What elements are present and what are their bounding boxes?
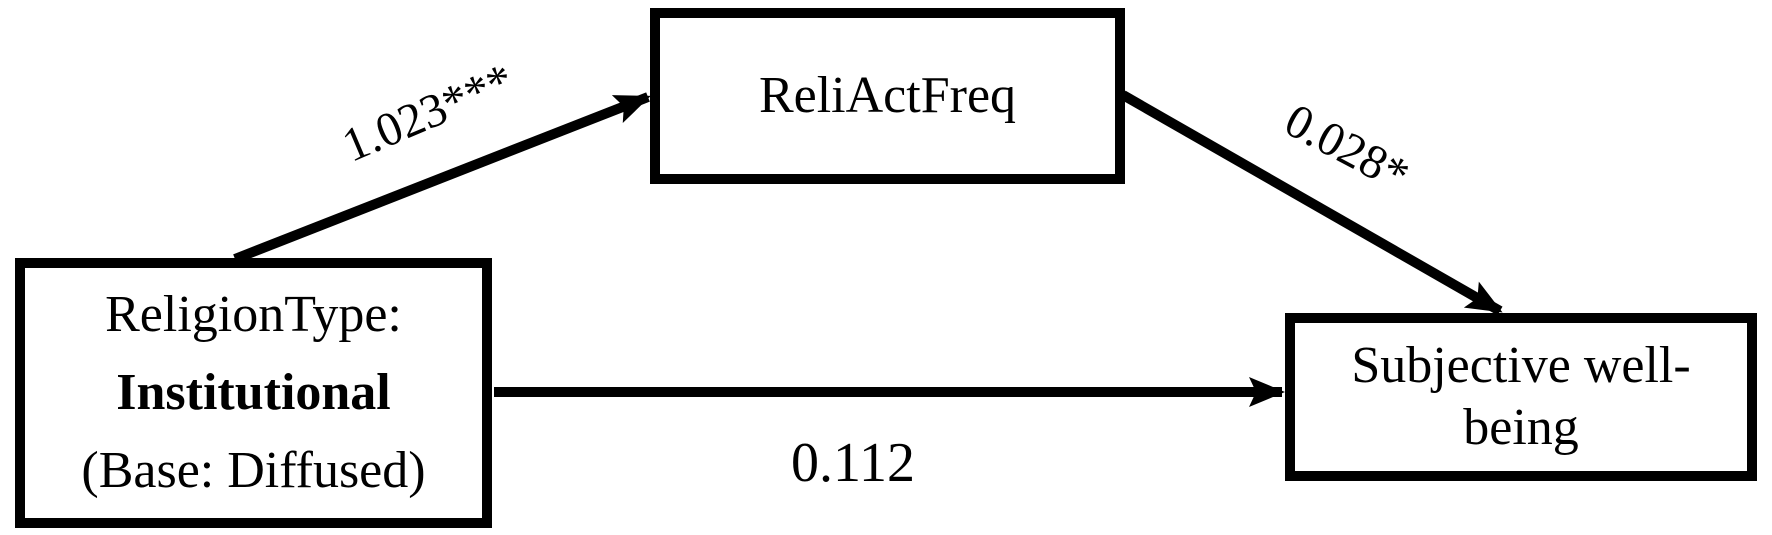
predictor-label-line2: Institutional xyxy=(116,364,391,421)
outcome-label-line1: Subjective well- xyxy=(1351,337,1691,394)
predictor-label-line3: (Base: Diffused) xyxy=(81,442,426,499)
predictor-label-line1: ReligionType: xyxy=(105,286,402,343)
path-b-arrow xyxy=(1120,90,1503,316)
mediator-label: ReliActFreq xyxy=(758,67,1017,124)
outcome-box: Subjective well- being xyxy=(1285,313,1757,481)
outcome-label-line2: being xyxy=(1463,399,1579,456)
predictor-box: ReligionType: Institutional (Base: Diffu… xyxy=(15,258,492,528)
path-a-arrow xyxy=(233,92,651,264)
path-c-coefficient-label: 0.112 xyxy=(791,432,915,494)
mediator-box: ReliActFreq xyxy=(650,8,1125,184)
